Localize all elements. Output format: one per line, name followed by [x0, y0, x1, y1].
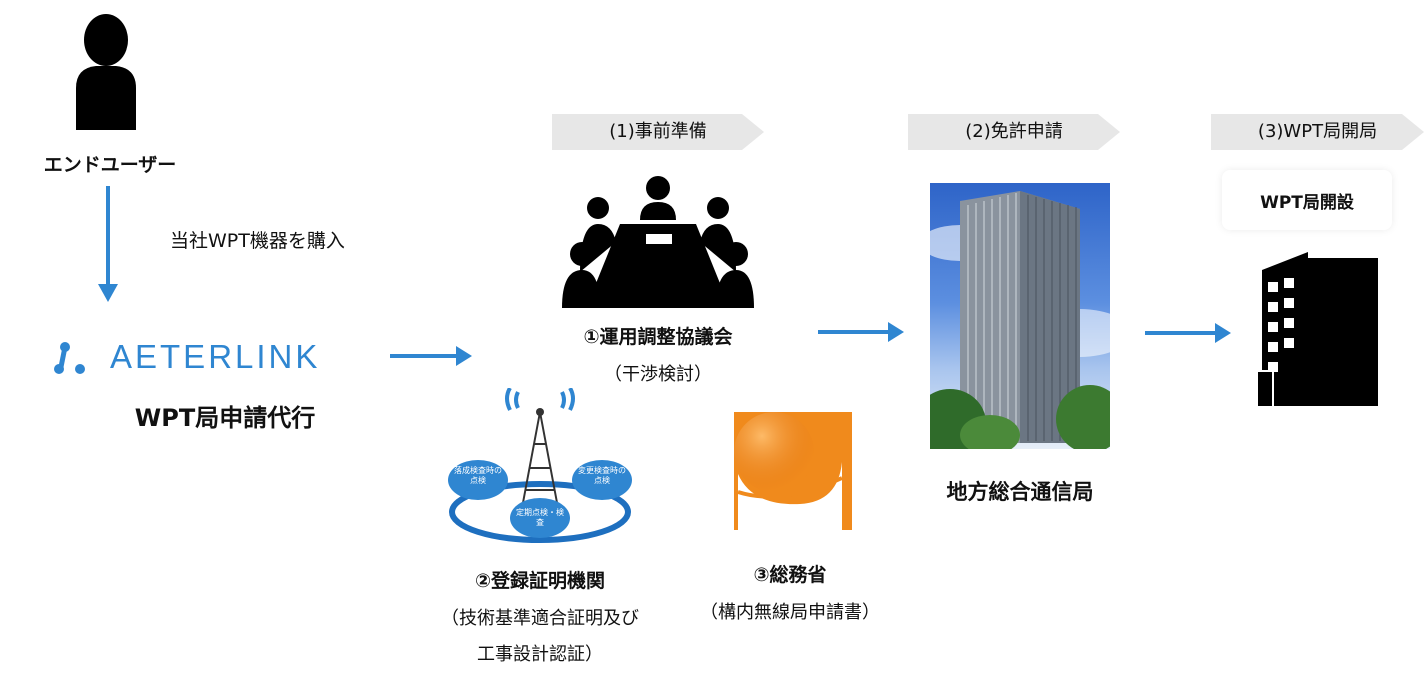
ministry-logo: [712, 396, 868, 534]
step-1-ribbon: (1)事前準備: [552, 114, 764, 150]
logo-mark-icon: [54, 342, 85, 374]
cert-title: ②登録証明機関: [474, 570, 606, 592]
ministry-title: ③総務省: [753, 564, 827, 586]
down-arrow-head: [98, 284, 118, 302]
bureau-building-image: [930, 183, 1110, 449]
arrow-to-prep: [390, 346, 472, 366]
logo-text: AETERLINK: [110, 338, 321, 375]
arrow-to-license: [818, 322, 904, 342]
bubble-3-text: 定期点検・検査: [516, 508, 564, 527]
bubble-2-text: 変更検査時の点検: [578, 466, 626, 485]
end-user-icon: [70, 12, 142, 130]
office-building-icon: [1254, 252, 1384, 406]
step-2-ribbon: (2)免許申請: [908, 114, 1120, 150]
agency-label: WPT局申請代行: [134, 404, 316, 432]
bureau-title: 地方総合通信局: [946, 480, 1094, 504]
end-user-label: エンドユーザー: [43, 154, 177, 176]
down-arrow: [106, 186, 110, 286]
cert-sub-1: （技術基準適合証明及び: [441, 608, 639, 629]
open-title: WPT局開設: [1260, 193, 1354, 213]
meeting-title: ①運用調整協議会: [583, 326, 733, 348]
aeterlink-logo: AETERLINK: [52, 338, 352, 378]
cert-tower-graphic: 落成検査時の点検 変更検査時の点検 定期点検・検査: [440, 386, 640, 550]
purchase-text: 当社WPT機器を購入: [170, 230, 345, 252]
ministry-sub: （構内無線局申請書）: [700, 602, 880, 623]
bubble-1-text: 落成検査時の点検: [454, 466, 502, 485]
arrow-to-open: [1145, 323, 1231, 343]
meeting-icon: [560, 172, 756, 308]
step-3-ribbon: (3)WPT局開局: [1211, 114, 1424, 150]
cert-sub-2: 工事設計認証）: [477, 644, 603, 665]
meeting-sub: （干渉検討）: [604, 364, 712, 385]
open-title-box: [1222, 170, 1392, 230]
